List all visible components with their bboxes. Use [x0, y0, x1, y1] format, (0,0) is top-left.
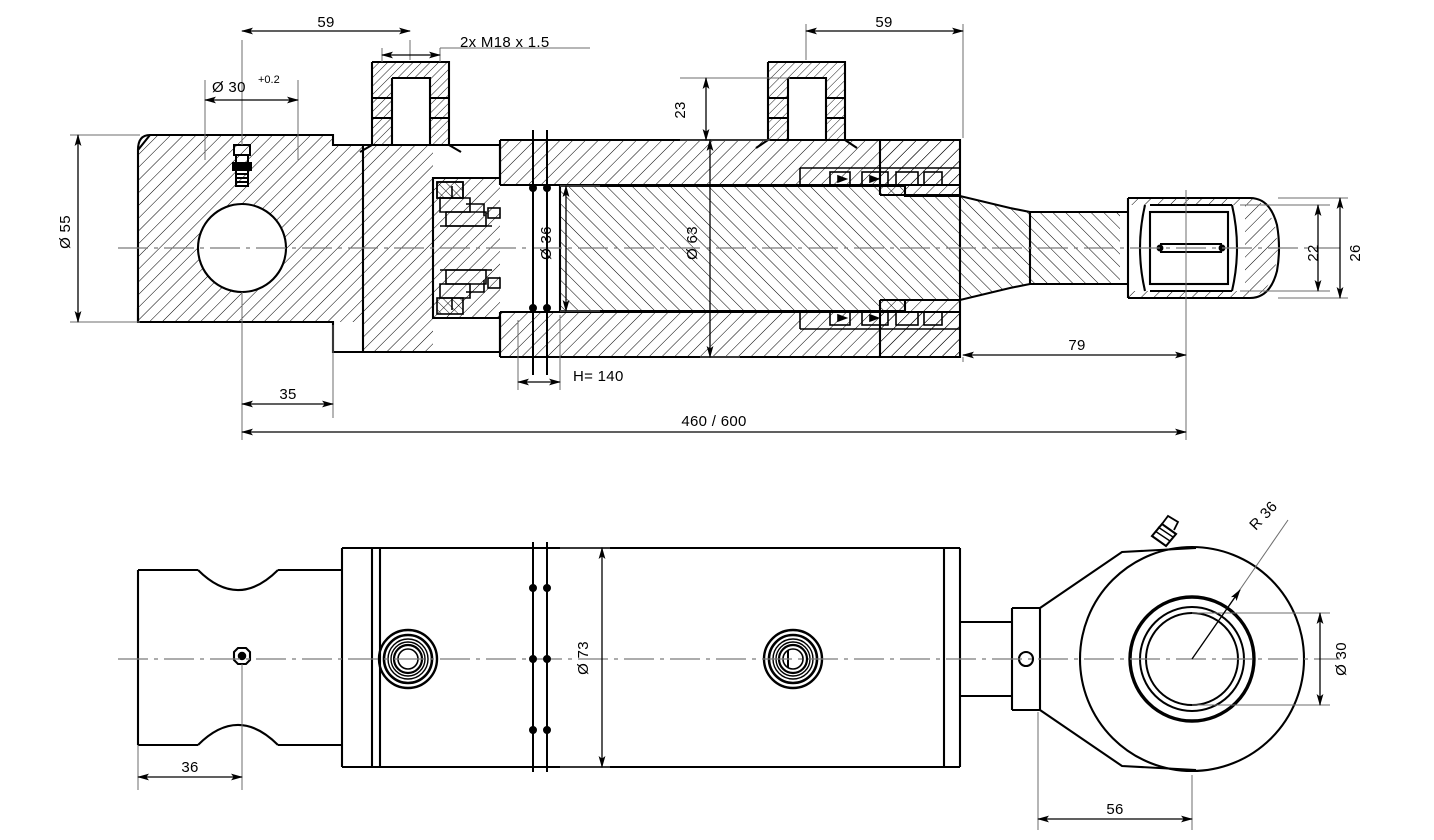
outline-dimension-arrows: [137, 547, 1324, 823]
dim-label-22: 22: [1305, 244, 1322, 261]
dim-label-overall-length: 460 / 600: [681, 413, 746, 430]
dim-label-phi73: Ø 73: [575, 641, 592, 675]
dim-label-23: 23: [672, 101, 689, 118]
dim-label-35: 35: [279, 386, 296, 403]
dim-arrow-r36: [1191, 589, 1241, 660]
break-lines-outline: [529, 542, 551, 772]
section-outlines: [136, 60, 1281, 359]
dim-label-36: 36: [181, 759, 198, 776]
break-lines-section: [529, 130, 551, 375]
dim-label-phi63: Ø 63: [684, 226, 701, 260]
dim-label-phi55: Ø 55: [57, 215, 74, 249]
outline-view: 36 Ø 73 Ø 30 R 36 56: [118, 498, 1350, 830]
dim-label-port-thread: 2x M18 x 1.5: [460, 34, 549, 51]
dim-label-59-right: 59: [875, 14, 892, 31]
dim-label-79: 79: [1068, 337, 1085, 354]
dim-label-phi30-eye: Ø 30: [1333, 642, 1350, 676]
dim-label-phi30-section: Ø 30: [212, 79, 246, 96]
outline-tube: [342, 546, 962, 769]
dim-label-26: 26: [1347, 244, 1364, 261]
section-view: 59 2x M18 x 1.5 Ø 30 +0.2 Ø 55 59 23 Ø 3…: [57, 14, 1364, 440]
grease-nipple-outline: [1150, 514, 1180, 548]
dim-label-phi30-tolerance: +0.2: [258, 74, 280, 86]
outline-clevis: [136, 548, 344, 767]
grease-nipple-section: [232, 144, 252, 187]
seal-details-gland: [436, 181, 501, 315]
dim-label-56: 56: [1106, 801, 1123, 818]
seal-details-piston: [799, 167, 960, 330]
dim-label-59-left: 59: [317, 14, 334, 31]
dim-label-stroke: H= 140: [573, 368, 624, 385]
section-dimension-arrows: [74, 27, 1344, 436]
dim-label-phi36: Ø 36: [538, 226, 555, 260]
